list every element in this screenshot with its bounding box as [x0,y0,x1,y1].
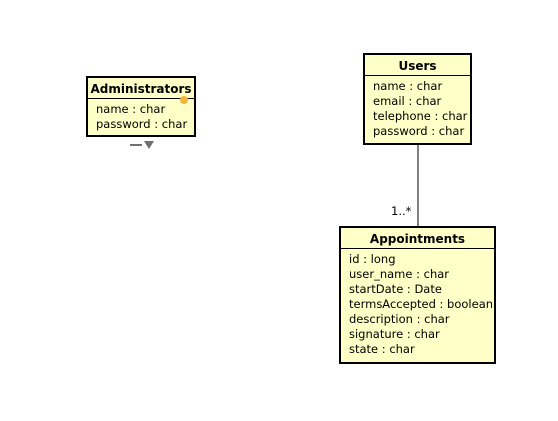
attribute-compartment: name : char email : char telephone : cha… [365,76,470,139]
attribute: state : char [349,342,415,356]
attribute: termsAccepted : boolean [349,297,494,311]
collapse-toggle-icon[interactable] [128,139,156,151]
class-title: Users [365,55,470,76]
attribute-compartment: name : char password : char [88,99,194,132]
attribute: description : char [349,312,450,326]
class-users[interactable]: Users name : char email : char telephone… [363,53,472,145]
attribute: name : char [373,79,443,93]
attribute: password : char [373,124,465,138]
multiplicity-label: 1..* [391,204,412,218]
attribute: name : char [96,102,166,116]
attribute: user_name : char [349,267,450,281]
attribute: id : long [349,252,396,266]
class-appointments[interactable]: Appointments id : long user_name : char … [339,226,496,364]
attribute-compartment: id : long user_name : char startDate : D… [341,249,494,357]
orange-dot-icon [180,96,188,104]
attribute: password : char [96,117,188,131]
attribute: telephone : char [373,109,468,123]
attribute: startDate : Date [349,282,442,296]
class-title: Administrators [88,78,194,99]
class-administrators[interactable]: Administrators name : char password : ch… [86,76,196,137]
attribute: signature : char [349,327,440,341]
attribute: email : char [373,94,442,108]
class-title: Appointments [341,228,494,249]
